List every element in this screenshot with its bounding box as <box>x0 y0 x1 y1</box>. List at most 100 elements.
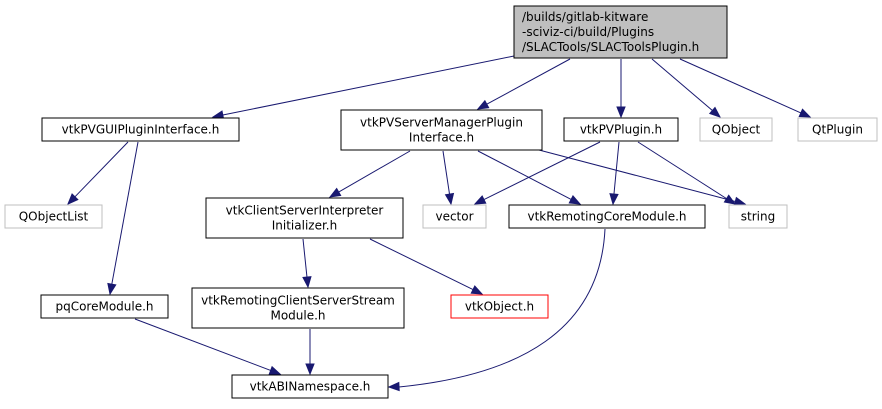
node-label: vtkPVServerManagerPlugin <box>360 116 523 130</box>
node-label: vtkRemotingCoreModule.h <box>527 210 686 224</box>
edge-line <box>134 318 271 371</box>
node-label: vtkRemotingClientServerStream <box>201 294 395 308</box>
node-box <box>40 294 169 319</box>
arrowhead-icon <box>67 193 79 205</box>
arrowhead-icon <box>798 108 812 118</box>
node-box <box>191 287 405 329</box>
edge-vtkPVPlugin-to-vtkRemotingCoreModule <box>609 141 620 206</box>
arrowhead-icon <box>302 276 312 289</box>
node-label: vector <box>435 210 473 224</box>
arrowhead-icon <box>568 194 582 205</box>
arrowhead-icon <box>387 381 400 392</box>
arrowhead-icon <box>444 192 455 206</box>
arrowhead-icon <box>723 194 737 205</box>
edge-root-to-vtkPVServerManagerPluginInterface <box>476 58 571 110</box>
node-label: vtkPVPlugin.h <box>580 123 662 137</box>
node-box <box>563 117 679 142</box>
node-box <box>4 204 103 229</box>
node-box <box>699 117 773 142</box>
node-QObjectList[interactable]: QObjectList <box>4 204 103 229</box>
edge-vtkPVGUIPluginInterface-to-pqCoreModule <box>107 141 139 296</box>
arrowhead-icon <box>708 106 722 118</box>
node-box <box>422 204 487 229</box>
edge-root-to-vtkPVGUIPluginInterface <box>211 55 515 120</box>
node-label: string <box>741 210 775 224</box>
node-label: QObject <box>712 123 761 137</box>
edge-vtkClientServerInterpreterInitializer-to-vtkRemotingClientServerStreamModule <box>302 238 312 289</box>
node-QObject[interactable]: QObject <box>699 117 773 142</box>
node-label: vtkABINamespace.h <box>250 380 371 394</box>
edge-line <box>302 238 308 278</box>
edge-line <box>442 150 451 195</box>
node-box <box>513 5 728 59</box>
edge-root-to-QObject <box>651 58 722 118</box>
edge-line <box>538 149 736 202</box>
arrowhead-icon <box>328 187 342 198</box>
node-vtkObject[interactable]: vtkObject.h <box>450 294 549 319</box>
node-label: vtkObject.h <box>465 300 534 314</box>
node-box <box>205 197 404 239</box>
node-label: QtPlugin <box>812 123 863 137</box>
edge-root-to-vtkPVPlugin <box>616 59 626 119</box>
edge-pqCoreModule-to-vtkABINamespace <box>134 318 282 375</box>
edge-line <box>74 141 129 198</box>
arrowhead-icon <box>616 106 626 119</box>
arrowhead-icon <box>268 365 282 375</box>
node-label: vtkClientServerInterpreter <box>226 204 384 218</box>
arrowhead-icon <box>305 363 315 376</box>
node-QtPlugin[interactable]: QtPlugin <box>797 117 878 142</box>
node-box <box>508 204 706 229</box>
edges-layer <box>67 55 812 392</box>
node-box <box>797 117 878 142</box>
node-vtkRemotingCoreModule[interactable]: vtkRemotingCoreModule.h <box>508 204 706 229</box>
edge-vtkRemotingClientServerStreamModule-to-vtkABINamespace <box>305 329 315 376</box>
edge-vtkRemotingCoreModule-to-vtkABINamespace <box>387 228 606 392</box>
node-label: /builds/gitlab-kitware <box>522 10 648 24</box>
node-label: Initializer.h <box>272 219 337 233</box>
node-box <box>41 117 240 142</box>
edge-line <box>477 150 572 200</box>
node-pqCoreModule[interactable]: pqCoreModule.h <box>40 294 169 319</box>
arrowhead-icon <box>609 193 619 206</box>
node-vector[interactable]: vector <box>422 204 487 229</box>
node-vtkABINamespace[interactable]: vtkABINamespace.h <box>231 374 389 399</box>
node-label: -sciviz-ci/build/Plugins <box>522 25 654 39</box>
edge-vtkPVServerManagerPluginInterface-to-string <box>538 149 747 206</box>
node-box <box>450 294 549 319</box>
node-vtkPVGUIPluginInterface[interactable]: vtkPVGUIPluginInterface.h <box>41 117 240 142</box>
arrowhead-icon <box>107 282 117 296</box>
node-box <box>231 374 389 399</box>
edge-vtkClientServerInterpreterInitializer-to-vtkObject <box>369 238 484 295</box>
edge-line <box>651 58 713 111</box>
edge-line <box>338 150 411 193</box>
edge-line <box>222 55 515 116</box>
edge-line <box>637 141 727 200</box>
edge-vtkPVServerManagerPluginInterface-to-vtkRemotingCoreModule <box>477 150 582 205</box>
node-label: /SLACTools/SLACToolsPlugin.h <box>522 40 699 54</box>
edge-vtkPVGUIPluginInterface-to-QObjectList <box>67 141 129 205</box>
node-label: vtkPVGUIPluginInterface.h <box>62 123 220 137</box>
arrowhead-icon <box>476 99 490 110</box>
node-vtkPVPlugin[interactable]: vtkPVPlugin.h <box>563 117 679 142</box>
node-label: pqCoreModule.h <box>55 300 153 314</box>
arrowhead-icon <box>733 196 747 206</box>
edge-vtkPVPlugin-to-vector <box>473 141 601 205</box>
edge-line <box>679 58 802 114</box>
node-label: QObjectList <box>19 210 89 224</box>
node-box <box>728 204 788 229</box>
edge-root-to-QtPlugin <box>679 58 812 118</box>
edge-line <box>613 141 620 195</box>
arrowhead-icon <box>473 195 487 205</box>
node-string[interactable]: string <box>728 204 788 229</box>
edge-vtkPVPlugin-to-string <box>637 141 737 205</box>
edge-line <box>486 58 571 105</box>
edge-line <box>398 228 606 388</box>
node-root: /builds/gitlab-kitware-sciviz-ci/build/P… <box>513 5 728 59</box>
nodes-layer: /builds/gitlab-kitware-sciviz-ci/build/P… <box>4 5 878 399</box>
edge-line <box>369 238 474 291</box>
edge-line <box>483 141 601 201</box>
